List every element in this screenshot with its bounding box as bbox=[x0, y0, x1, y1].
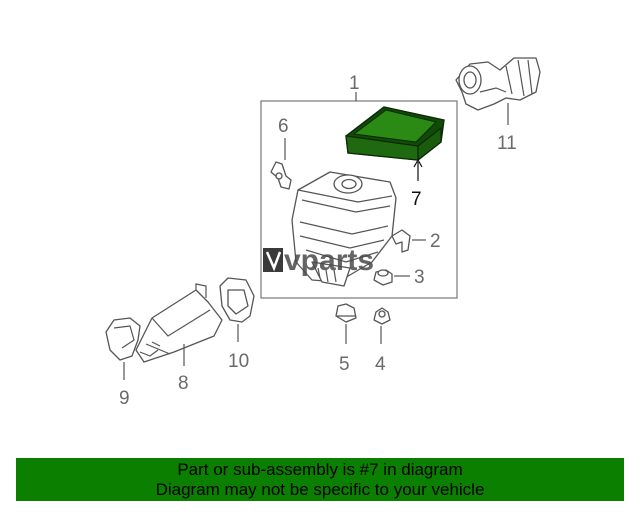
callout-2[interactable]: 2 bbox=[430, 231, 441, 252]
air-cleaner-housing[interactable] bbox=[291, 171, 397, 287]
duct-end-part-9[interactable] bbox=[105, 317, 141, 361]
info-banner: Part or sub-assembly is #7 in diagram Di… bbox=[16, 458, 624, 501]
callout-1[interactable]: 1 bbox=[349, 73, 360, 94]
watermark: vparts bbox=[263, 244, 374, 277]
bracket-part-6[interactable] bbox=[270, 161, 292, 190]
callout-9[interactable]: 9 bbox=[119, 388, 130, 409]
callout-10[interactable]: 10 bbox=[228, 351, 249, 372]
callout-5[interactable]: 5 bbox=[339, 354, 350, 375]
parts-diagram: 1 7 6 vparts 2 bbox=[105, 57, 541, 409]
callout-6[interactable]: 6 bbox=[278, 116, 289, 137]
cap-part-5[interactable] bbox=[335, 303, 357, 323]
clip-part-4[interactable] bbox=[373, 307, 391, 325]
banner-line-1: Part or sub-assembly is #7 in diagram bbox=[177, 460, 463, 479]
hose-part-2[interactable] bbox=[391, 229, 411, 253]
callout-11[interactable]: 11 bbox=[497, 133, 517, 154]
intake-tube-part-11[interactable] bbox=[455, 57, 541, 111]
callout-7[interactable]: 7 bbox=[411, 189, 422, 210]
svg-text:vparts: vparts bbox=[284, 244, 374, 277]
banner-line-2: Diagram may not be specific to your vehi… bbox=[155, 480, 485, 499]
callout-4[interactable]: 4 bbox=[375, 354, 386, 375]
grommet-part-3[interactable] bbox=[373, 269, 393, 286]
long-duct-part-8[interactable] bbox=[135, 283, 223, 363]
callout-8[interactable]: 8 bbox=[178, 373, 189, 394]
callout-3[interactable]: 3 bbox=[414, 267, 425, 288]
duct-part-10[interactable] bbox=[219, 277, 255, 323]
air-filter-element[interactable] bbox=[345, 106, 445, 162]
assembly-box bbox=[260, 100, 458, 299]
leader-7-arrow bbox=[413, 158, 423, 168]
